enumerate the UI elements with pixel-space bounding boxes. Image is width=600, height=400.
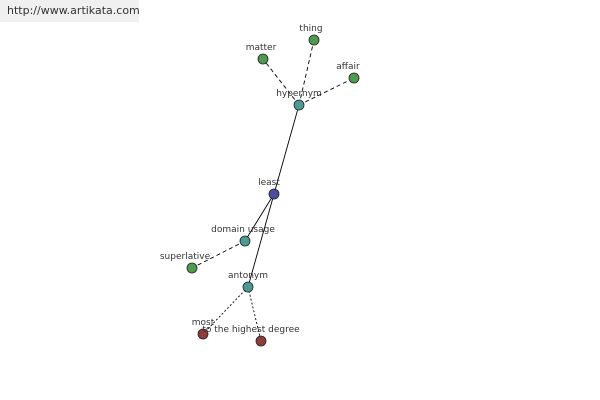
node-domain-usage-marker[interactable]	[239, 235, 251, 247]
node-least-label: least	[258, 178, 280, 188]
node-antonym-marker[interactable]	[242, 281, 254, 293]
node-domain-usage[interactable]: domain usage	[211, 225, 275, 247]
graph-nodes: least hypernym domain usage antonym matter th…	[160, 24, 360, 347]
edge-domain-usage-to-superlative	[191, 240, 246, 269]
node-hypernym-marker[interactable]	[293, 99, 305, 111]
node-superlative-marker[interactable]	[186, 262, 198, 274]
node-antonym[interactable]: antonym	[228, 271, 268, 293]
node-antonym-label: antonym	[228, 271, 268, 281]
edge-antonym-to-most	[202, 286, 249, 335]
node-thing-marker[interactable]	[308, 34, 320, 46]
node-least-marker[interactable]	[268, 188, 280, 200]
node-thing-label: thing	[299, 24, 322, 34]
edge-least-to-domain-usage	[244, 193, 275, 242]
url-banner[interactable]: http://www.artikata.com	[0, 0, 140, 22]
node-to-the-highest-degree-marker[interactable]	[255, 335, 267, 347]
node-superlative[interactable]: superlative	[160, 252, 211, 274]
edge-hypernym-to-matter	[262, 58, 300, 106]
node-least[interactable]: least	[258, 178, 280, 200]
edge-hypernym-to-affair	[298, 77, 355, 106]
node-to-the-highest-degree[interactable]: to the highest degree	[202, 325, 300, 347]
node-affair-marker[interactable]	[348, 72, 360, 84]
node-most-label: most	[192, 318, 215, 328]
node-affair[interactable]: affair	[336, 62, 360, 84]
node-thing[interactable]: thing	[299, 24, 323, 46]
node-matter-marker[interactable]	[257, 53, 269, 65]
node-to-the-highest-degree-label: to the highest degree	[202, 325, 300, 335]
node-affair-label: affair	[336, 62, 360, 72]
node-superlative-label: superlative	[160, 252, 211, 262]
graph-edges	[191, 39, 355, 342]
node-matter-label: matter	[246, 43, 277, 53]
node-domain-usage-label: domain usage	[211, 225, 275, 235]
edge-least-to-antonym	[247, 193, 275, 288]
node-most[interactable]: most	[192, 318, 215, 340]
node-most-marker[interactable]	[197, 328, 209, 340]
node-hypernym[interactable]: hypernym	[276, 89, 322, 111]
edge-antonym-to-to-the-highest-degree	[247, 286, 262, 342]
node-hypernym-label: hypernym	[276, 89, 322, 99]
edge-least-to-hypernym	[273, 104, 300, 195]
node-matter[interactable]: matter	[246, 43, 277, 65]
